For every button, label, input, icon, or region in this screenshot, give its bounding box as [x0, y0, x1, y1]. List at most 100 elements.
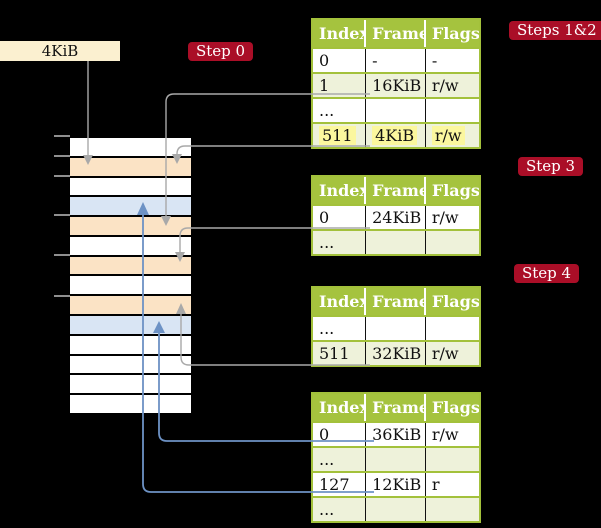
frame-address-label: 4KiB	[41, 42, 79, 60]
column-header-frame: Frame	[366, 394, 426, 421]
memory-frame-row	[70, 138, 191, 158]
column-header-index: Index	[313, 20, 367, 47]
frame-address-box: 4KiB	[0, 41, 120, 61]
table-cell: ...	[313, 317, 367, 340]
table-cell: 4KiB	[366, 124, 426, 147]
memory-tick	[54, 214, 70, 216]
badge-steps-1-2: Steps 1&2	[509, 21, 601, 40]
badge-step-3: Step 3	[518, 157, 584, 176]
table-cell: 12KiB	[366, 473, 426, 496]
column-header-frame: Frame	[366, 177, 426, 204]
memory-tick	[54, 175, 70, 177]
cell-text: 511	[319, 344, 350, 363]
cell-text: r	[431, 475, 440, 494]
table-cell: 32KiB	[366, 342, 426, 365]
table-cell: ...	[313, 99, 367, 122]
cell-text: 36KiB	[372, 425, 422, 444]
cell-text: ...	[319, 319, 335, 338]
column-header-flags: Flags	[431, 24, 479, 43]
cell-text: ...	[319, 233, 335, 252]
memory-frame-row	[70, 375, 191, 396]
table-row: 1 16KiB r/w	[313, 72, 479, 97]
table-row: ...	[313, 446, 479, 471]
table-cell: 0	[313, 206, 367, 229]
table-cell: r/w	[426, 423, 479, 446]
cell-text: 127	[319, 475, 350, 494]
cell-text: 4KiB	[372, 126, 418, 145]
column-header-frame: Frame	[366, 20, 426, 47]
table-cell	[366, 231, 426, 254]
memory-tick	[54, 155, 70, 157]
table-row: ...	[313, 97, 479, 122]
table-cell	[366, 99, 426, 122]
memory-frame-row	[70, 157, 191, 178]
memory-frame-row	[70, 335, 191, 356]
table-cell	[366, 448, 426, 471]
table-cell	[366, 317, 426, 340]
badge-step-4: Step 4	[514, 264, 580, 283]
cell-text: 12KiB	[372, 475, 422, 494]
table-cell: r/w	[426, 206, 479, 229]
cell-text: -	[431, 51, 438, 70]
table-row: 511 32KiB r/w	[313, 340, 479, 365]
memory-tick	[54, 135, 70, 137]
table-cell: -	[426, 49, 479, 72]
table-cell: r/w	[426, 342, 479, 365]
column-header-index: Index	[313, 394, 367, 421]
column-header-flags: Flags	[431, 181, 479, 200]
table-cell: r/w	[426, 74, 479, 97]
table-cell: r	[426, 473, 479, 496]
table-cell: 511	[313, 342, 367, 365]
column-header-flags: Flags	[431, 398, 479, 417]
table-cell: r/w	[426, 124, 479, 147]
table-cell	[426, 99, 479, 122]
table-row: 511 4KiB r/w	[313, 122, 479, 147]
cell-text: 511	[319, 126, 356, 145]
table-cell: 0	[313, 423, 367, 446]
table-cell	[426, 498, 479, 521]
memory-tick	[54, 254, 70, 256]
column-header-frame: Frame	[366, 288, 426, 315]
table-cell	[426, 317, 479, 340]
cell-text: ...	[319, 450, 335, 469]
memory-frame-row	[70, 197, 191, 218]
memory-frame-row	[70, 276, 191, 297]
table-cell: 36KiB	[366, 423, 426, 446]
memory-tick	[54, 295, 70, 297]
cell-text: 0	[319, 425, 330, 444]
memory-frame-row	[70, 177, 191, 198]
table-cell: ...	[313, 498, 367, 521]
table-cell: 16KiB	[366, 74, 426, 97]
cell-text: r/w	[431, 425, 459, 444]
badge-step-0: Step 0	[188, 42, 254, 61]
memory-frame-row	[70, 296, 191, 317]
table-cell: -	[366, 49, 426, 72]
column-header-flags: Flags	[431, 292, 479, 311]
table-cell: ...	[313, 231, 367, 254]
cell-text: r/w	[431, 344, 459, 363]
memory-frame-row	[70, 395, 191, 415]
table-row: ...	[313, 315, 479, 340]
cell-text: 24KiB	[372, 208, 422, 227]
memory-frame-row	[70, 316, 191, 336]
cell-text: 1	[319, 76, 330, 95]
table-row: ...	[313, 229, 479, 254]
table-cell: 1	[313, 74, 367, 97]
table-cell	[366, 498, 426, 521]
cell-text: r/w	[431, 208, 459, 227]
cell-text: 16KiB	[372, 76, 422, 95]
table-row: 127 12KiB r	[313, 471, 479, 496]
column-header-index: Index	[313, 177, 367, 204]
cell-text: ...	[319, 500, 335, 519]
cell-text: r/w	[431, 76, 459, 95]
memory-frame-row	[70, 236, 191, 257]
cell-text: 0	[319, 208, 330, 227]
table-cell	[426, 448, 479, 471]
memory-frame-row	[70, 256, 191, 277]
